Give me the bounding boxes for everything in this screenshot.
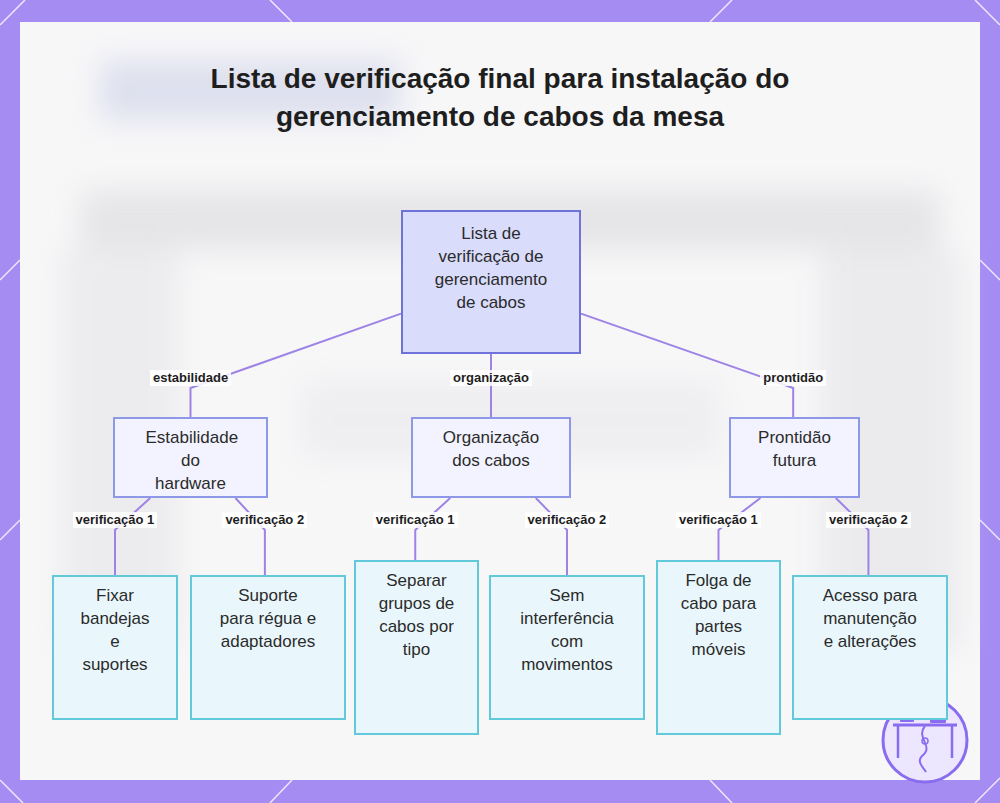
root-box: Lista de verificação de gerenciamento de… [401, 210, 581, 354]
diagram-title: Lista de verificação final para instalaç… [210, 60, 790, 136]
category-box: Estabilidade do hardware [113, 417, 268, 498]
node-text: Fixar bandejas e suportes [77, 584, 153, 676]
connector-line [836, 498, 869, 575]
node-text: Suporte para régua e adaptadores [220, 584, 317, 653]
edge-label: verificação 1 [676, 512, 761, 528]
edge-label: prontidão [760, 370, 826, 386]
edge-label: verificação 1 [373, 512, 458, 528]
check-box: Acesso para manutenção e alterações [792, 575, 948, 720]
edge-label: verificação 2 [222, 512, 307, 528]
node-text: Sem interferência com movimentos [517, 584, 617, 676]
connector-line [115, 498, 150, 575]
node-text: Organização dos cabos [436, 426, 546, 472]
edge-label: organização [450, 370, 532, 386]
edge-label: verificação 2 [826, 512, 911, 528]
node-text: Separar grupos de cabos por tipo [377, 569, 457, 661]
connector-line [581, 314, 793, 417]
check-box: Folga de cabo para partes móveis [656, 560, 781, 735]
node-text: Acesso para manutenção e alterações [820, 584, 920, 653]
check-box: Fixar bandejas e suportes [52, 575, 178, 720]
connector-line [719, 498, 761, 560]
edge-label: verificação 1 [73, 512, 158, 528]
category-box: Prontidão futura [729, 417, 860, 498]
edge-label: verificação 2 [525, 512, 610, 528]
check-box: Separar grupos de cabos por tipo [354, 560, 479, 735]
category-box: Organização dos cabos [411, 417, 571, 498]
node-text: Folga de cabo para partes móveis [679, 569, 759, 661]
check-box: Sem interferência com movimentos [489, 575, 645, 720]
node-text: Estabilidade do hardware [146, 426, 236, 495]
node-text: Lista de verificação de gerenciamento de… [432, 222, 550, 314]
edge-label: estabilidade [150, 370, 231, 386]
check-box: Suporte para régua e adaptadores [190, 575, 346, 720]
connector-line [235, 498, 264, 575]
connector-line [415, 498, 450, 560]
connector-line [191, 314, 402, 417]
node-text: Prontidão futura [745, 426, 845, 472]
connector-line [536, 498, 567, 575]
